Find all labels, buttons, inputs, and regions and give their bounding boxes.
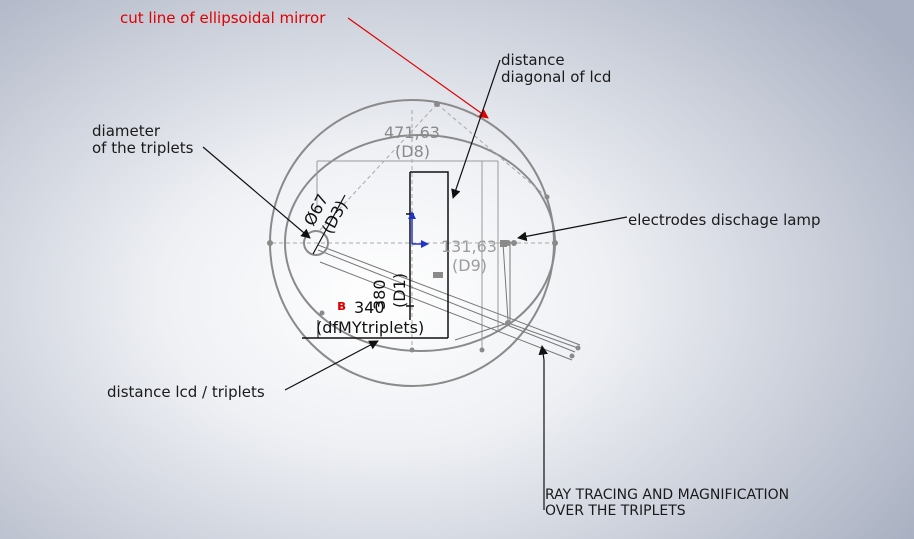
construction-line — [319, 103, 438, 231]
cut-line-leader — [347, 17, 489, 119]
d8-name[interactable]: (D8) — [395, 142, 430, 161]
d9-value[interactable]: 131,63 — [441, 237, 497, 256]
d9-name[interactable]: (D9) — [452, 256, 487, 275]
ray-line — [507, 322, 579, 349]
ray-line — [317, 244, 581, 346]
ray-line — [502, 242, 509, 321]
distance-annotation-line2: diagonal of lcd — [501, 68, 612, 86]
diameter-annotation-line2: of the triplets — [92, 139, 194, 157]
sketch-points[interactable] — [267, 101, 581, 359]
origin-arrow-right — [421, 240, 429, 248]
triplets-name[interactable]: (dfMYtriplets) — [316, 318, 425, 337]
d8-value[interactable]: 471,63 — [384, 123, 440, 142]
ray-line — [319, 261, 573, 361]
distance-diagonal-leader — [451, 59, 501, 199]
electrodes-leader — [517, 216, 628, 242]
lcd-panel-outline[interactable] — [410, 171, 449, 320]
ray-tracing-leader — [538, 345, 548, 510]
triplets-value[interactable]: 340 — [354, 298, 385, 317]
triplets-marker: ʙ — [337, 298, 346, 314]
cut-line-annotation: cut line of ellipsoidal mirror — [120, 9, 326, 27]
ray-tracing-annotation-line2: OVER THE TRIPLETS — [545, 503, 686, 519]
distance-lcd-annotation: distance lcd / triplets — [107, 383, 265, 401]
d3-dimension-line[interactable] — [312, 194, 346, 255]
distance-annotation-line1: distance — [501, 51, 565, 69]
origin-arrow-up — [408, 211, 416, 219]
ray-line — [454, 322, 509, 341]
distance-lcd-leader — [284, 340, 379, 391]
electrodes-annotation: electrodes dischage lamp — [628, 211, 821, 229]
triplet-circle[interactable] — [303, 230, 329, 256]
construction-line — [436, 103, 548, 198]
diameter-leader — [202, 146, 311, 239]
ray-line — [317, 249, 576, 353]
diameter-annotation-line1: diameter — [92, 122, 160, 140]
ray-tracing-annotation-line1: RAY TRACING AND MAGNIFICATION — [545, 487, 790, 503]
d1-name[interactable]: (D1) — [390, 273, 409, 308]
